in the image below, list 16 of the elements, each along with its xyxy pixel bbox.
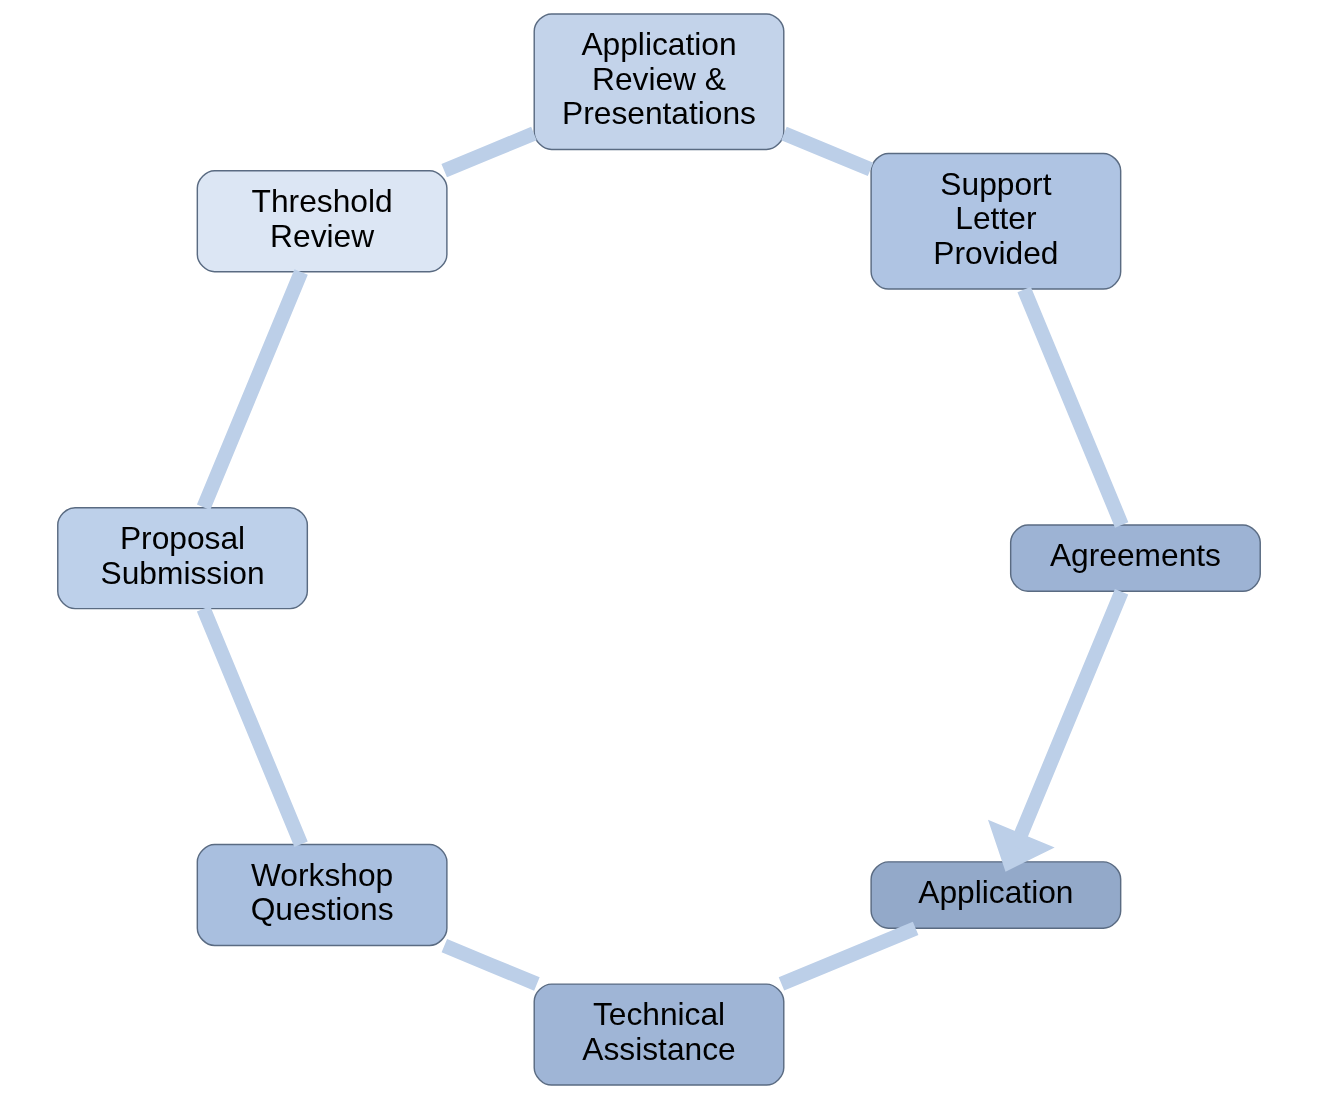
node-box: Agreements bbox=[1009, 524, 1261, 593]
connector bbox=[196, 269, 308, 511]
connector bbox=[196, 606, 308, 848]
node-box: Workshop Questions bbox=[196, 843, 448, 947]
node-box: Technical Assistance bbox=[533, 983, 784, 1086]
arrow bbox=[987, 588, 1128, 872]
node-box: Proposal Submission bbox=[56, 506, 308, 610]
node-box: Threshold Review bbox=[196, 170, 448, 273]
node-box: Application Review & Presentations bbox=[533, 13, 784, 151]
connector bbox=[780, 126, 873, 176]
connector bbox=[441, 939, 540, 991]
node-box: Support Letter Provided bbox=[869, 152, 1121, 290]
connector bbox=[778, 921, 918, 991]
node-box: Application bbox=[869, 861, 1121, 929]
connector bbox=[440, 126, 537, 178]
connector bbox=[1016, 286, 1128, 528]
